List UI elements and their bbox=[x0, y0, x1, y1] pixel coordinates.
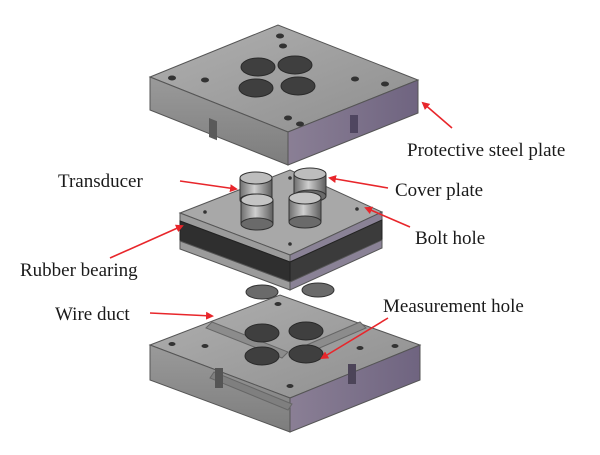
label-rubber-bearing: Rubber bearing bbox=[20, 260, 138, 281]
rubber-bearing-assembly bbox=[178, 169, 384, 300]
transducers bbox=[239, 167, 327, 231]
arrow-wire-duct bbox=[149, 311, 214, 320]
bottom-steel-plate bbox=[148, 294, 422, 433]
protective-steel-plate bbox=[148, 24, 420, 166]
arrow-protective-steel-plate bbox=[421, 101, 453, 129]
arrow-measurement-hole bbox=[320, 317, 389, 360]
arrow-cover-plate bbox=[328, 175, 389, 189]
arrow-rubber-bearing bbox=[109, 224, 184, 259]
arrow-bolt-hole bbox=[364, 206, 411, 228]
label-wire-duct: Wire duct bbox=[55, 304, 130, 325]
label-measurement-hole: Measurement hole bbox=[383, 296, 524, 317]
label-cover-plate: Cover plate bbox=[395, 180, 484, 201]
label-protective-steel-plate: Protective steel plate bbox=[407, 140, 566, 161]
label-bolt-hole: Bolt hole bbox=[415, 228, 486, 249]
callout-arrows bbox=[109, 101, 453, 360]
arrow-transducer bbox=[179, 180, 238, 193]
label-transducer: Transducer bbox=[58, 171, 143, 192]
